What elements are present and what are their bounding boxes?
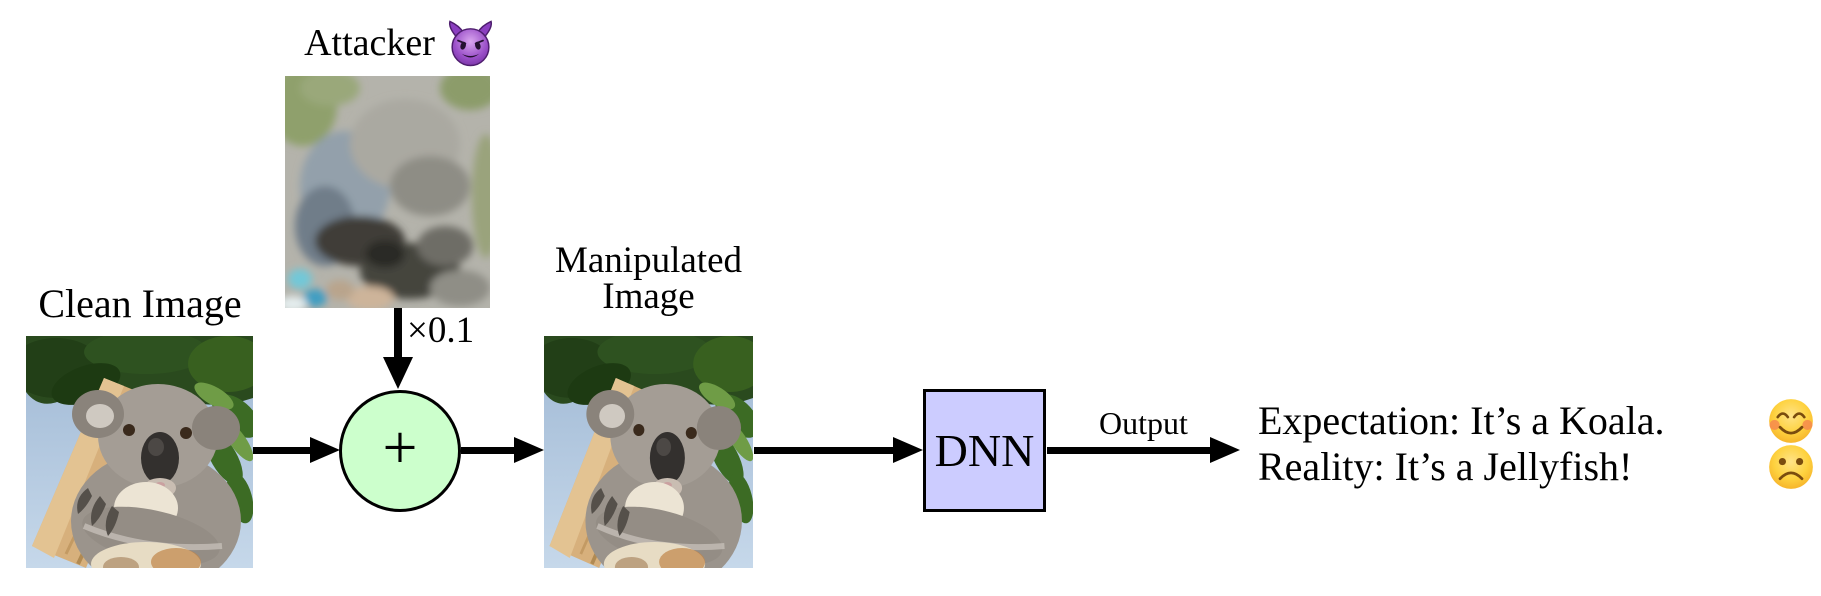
manipulated-image bbox=[544, 336, 753, 568]
arrow-head-icon bbox=[514, 437, 544, 463]
arrow-manipulated-to-dnn bbox=[754, 437, 923, 463]
smiling-blush-emoji-icon bbox=[1766, 396, 1816, 446]
attacker-label-row: Attacker bbox=[283, 16, 515, 70]
arrow-shaft bbox=[1047, 446, 1210, 454]
attacker-noise-image bbox=[285, 76, 490, 308]
arrow-head-icon bbox=[893, 437, 923, 463]
arrow-dnn-to-result bbox=[1047, 437, 1240, 463]
scale-factor-label: ×0.1 bbox=[407, 310, 475, 351]
arrow-head-icon bbox=[310, 437, 340, 463]
addition-node: + bbox=[339, 390, 461, 512]
manipulated-label-line2: Image bbox=[602, 276, 695, 317]
dnn-label: DNN bbox=[934, 424, 1035, 476]
arrow-plus-to-manipulated bbox=[461, 437, 544, 463]
arrow-shaft bbox=[253, 446, 310, 454]
reality-text: Reality: It’s a Jellyfish! bbox=[1258, 444, 1633, 489]
manipulated-label-line1: Manipulated bbox=[554, 240, 742, 281]
manipulated-koala-image bbox=[544, 336, 753, 568]
arrow-shaft bbox=[754, 446, 893, 454]
devil-emoji-icon bbox=[447, 20, 494, 67]
expectation-row: Expectation: It’s a Koala. bbox=[1258, 398, 1816, 444]
clean-image bbox=[26, 336, 253, 568]
noise-pattern-image bbox=[285, 76, 490, 308]
clean-koala-image bbox=[26, 336, 253, 568]
arrow-clean-to-plus bbox=[253, 437, 340, 463]
clean-image-label: Clean Image bbox=[38, 281, 242, 326]
arrow-shaft bbox=[394, 308, 402, 357]
manipulated-image-label: Manipulated Image bbox=[534, 240, 763, 317]
arrow-noise-to-plus bbox=[382, 308, 414, 389]
reality-row: Reality: It’s a Jellyfish! bbox=[1258, 444, 1816, 490]
plus-symbol: + bbox=[382, 414, 418, 482]
arrow-head-icon bbox=[383, 357, 413, 389]
arrow-shaft bbox=[461, 446, 514, 454]
dnn-box: DNN bbox=[923, 389, 1046, 512]
arrow-head-icon bbox=[1210, 437, 1240, 463]
expectation-text: Expectation: It’s a Koala. bbox=[1258, 398, 1665, 443]
result-text-block: Expectation: It’s a Koala. Reality: It’s… bbox=[1258, 398, 1816, 490]
frowning-emoji-icon bbox=[1766, 442, 1816, 492]
output-label: Output bbox=[1099, 405, 1188, 441]
attacker-label: Attacker bbox=[304, 22, 435, 64]
